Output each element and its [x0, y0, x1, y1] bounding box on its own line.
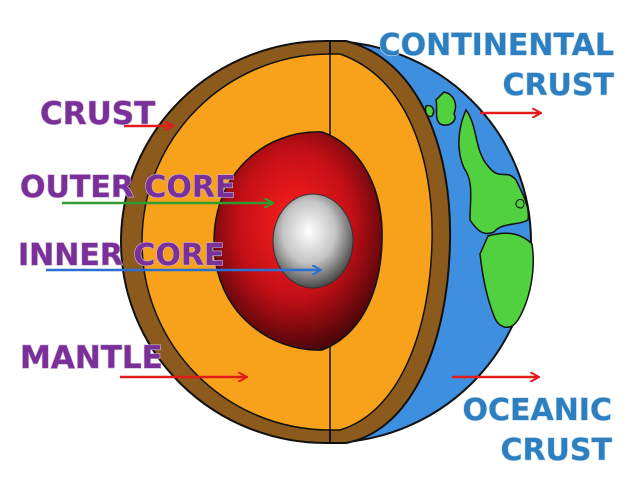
labels: CRUST OUTER CORE INNER CORE MANTLE CONTI…: [17, 27, 615, 468]
oceanic-label-line1: OCEANIC: [462, 393, 612, 428]
continental-label-line2: CRUST: [502, 68, 614, 103]
continent-main: [458, 108, 530, 235]
inner-core-layer: [272, 193, 354, 289]
island-tiny: [515, 199, 525, 209]
earth-cutaway: [120, 40, 452, 444]
oceanic-label-line2: CRUST: [500, 433, 612, 468]
outer-core-label: OUTER CORE: [20, 170, 235, 205]
crust-label: CRUST: [40, 96, 155, 132]
continent-lower: [479, 232, 534, 328]
continental-label-line1: CONTINENTAL: [379, 28, 614, 63]
island-large: [435, 91, 457, 126]
arrows: [46, 113, 540, 377]
mantle-label: MANTLE: [20, 340, 163, 376]
inner-core-label: INNER CORE: [18, 238, 225, 273]
